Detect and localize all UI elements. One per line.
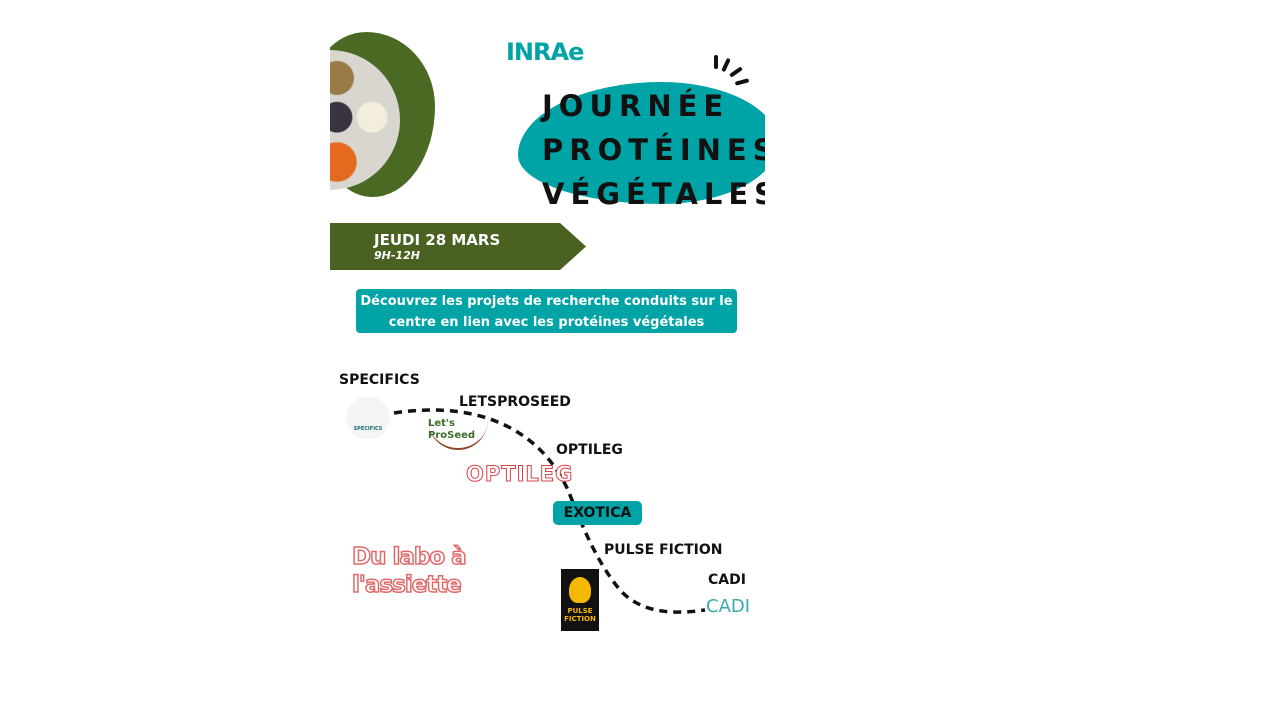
event-poster: INRAe JOURNÉE PROTÉINES VÉGÉTALES JEUDI … bbox=[330, 30, 765, 640]
project-label-pulse-fiction: PULSE FICTION bbox=[604, 542, 723, 558]
cadi-logo: CADI bbox=[706, 596, 751, 617]
page-title: JOURNÉE PROTÉINES VÉGÉTALES bbox=[542, 84, 765, 216]
inrae-logo: INRAe bbox=[506, 38, 584, 66]
dashed-path bbox=[393, 408, 706, 614]
banner-line: Découvrez les projets de recherche condu… bbox=[360, 294, 733, 309]
title-line: PROTÉINES bbox=[542, 133, 765, 167]
title-line: VÉGÉTALES bbox=[542, 177, 765, 211]
teal-blob bbox=[518, 82, 765, 204]
title-line: JOURNÉE bbox=[542, 89, 730, 123]
project-label-letsproseed: LETSPROSEED bbox=[459, 394, 571, 410]
banner-line: centre en lien avec les protéines végéta… bbox=[388, 315, 705, 330]
pulse-logo-mark bbox=[569, 577, 591, 603]
slogan: Du labo à l'assiette bbox=[351, 543, 467, 599]
intro-banner: Découvrez les projets de recherche condu… bbox=[356, 289, 737, 333]
date-banner: JEUDI 28 MARS 9H-12H bbox=[330, 223, 586, 270]
slogan-line: l'assiette bbox=[351, 571, 462, 599]
project-label-specifics: SPECIFICS bbox=[339, 372, 420, 388]
project-label-exotica: EXOTICA bbox=[553, 501, 642, 525]
project-label-optileg: OPTILEG bbox=[556, 442, 623, 458]
specifics-logo: SPECIFICS bbox=[348, 398, 388, 438]
project-label-cadi: CADI bbox=[708, 572, 746, 588]
optileg-logo: OPTILEG bbox=[465, 462, 574, 487]
event-date: JEUDI 28 MARS bbox=[374, 231, 501, 249]
slogan-line: Du labo à bbox=[351, 543, 467, 571]
letsproseed-logo: Let's ProSeed bbox=[428, 418, 488, 450]
pulse-logo-text: PULSE FICTION bbox=[564, 607, 596, 623]
event-hours: 9H-12H bbox=[374, 249, 420, 262]
pulse-fiction-logo: PULSE FICTION bbox=[561, 569, 599, 631]
